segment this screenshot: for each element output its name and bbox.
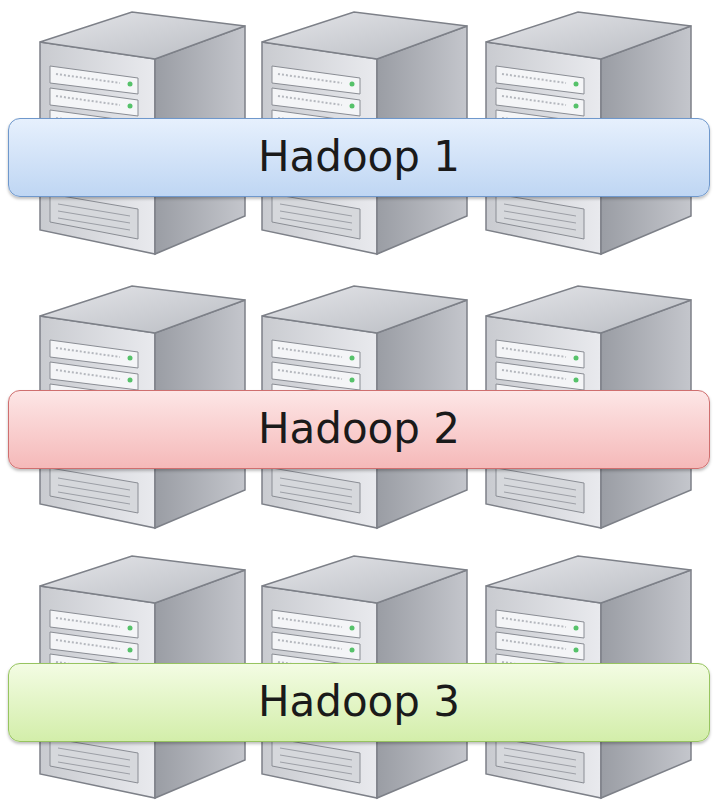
cluster-label: Hadoop 2 (258, 406, 460, 452)
cluster-label: Hadoop 3 (258, 679, 460, 725)
cluster-band: Hadoop 3 (8, 663, 710, 742)
cluster-band: Hadoop 1 (8, 118, 710, 197)
cluster-band: Hadoop 2 (8, 390, 710, 469)
cluster-label: Hadoop 1 (258, 134, 460, 180)
